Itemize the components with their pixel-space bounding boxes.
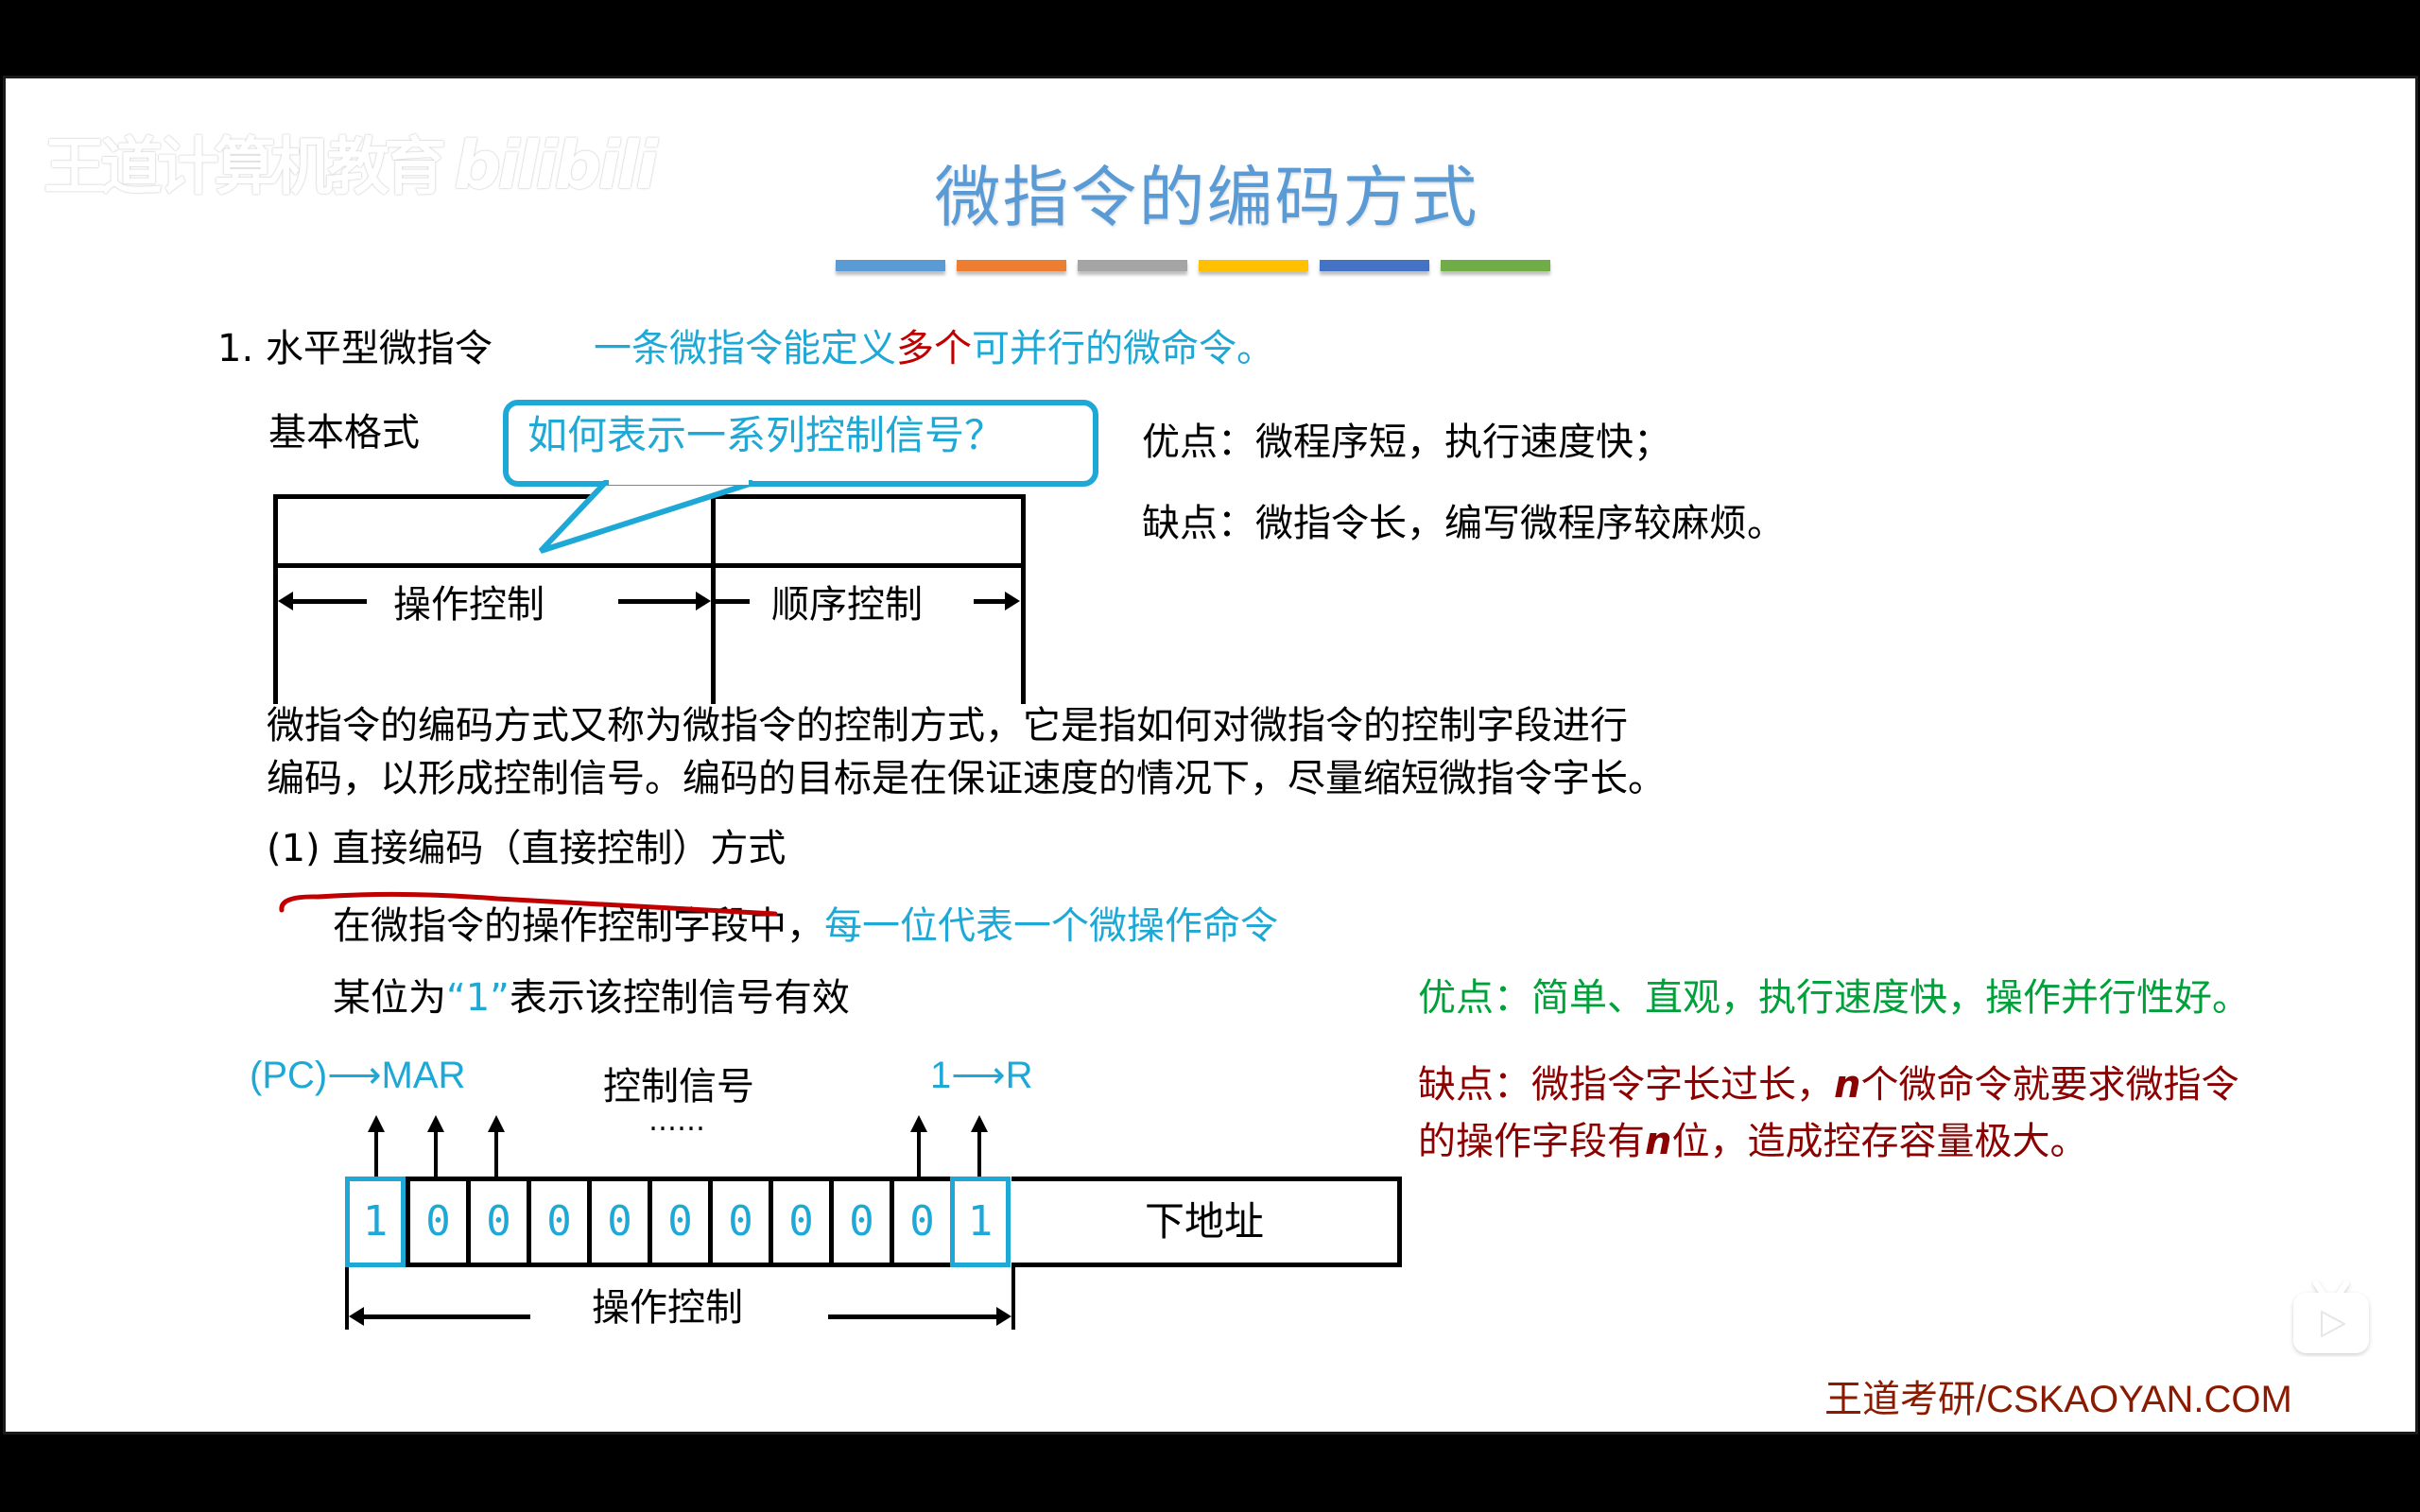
signal-line bbox=[374, 1129, 378, 1177]
page-title: 微指令的编码方式 bbox=[6, 145, 2415, 240]
subsection-heading: (1) 直接编码（直接控制）方式 bbox=[267, 827, 786, 870]
arrow-shaft bbox=[360, 1314, 530, 1319]
field-operation-control: 操作控制 bbox=[393, 583, 544, 627]
paragraph-line-2: 编码，以形成控制信号。编码的目标是在保证速度的情况下，尽量缩短微指令字长。 bbox=[267, 757, 1666, 800]
cons-text: 缺点：微指令字长过长， bbox=[1418, 1063, 1834, 1107]
paragraph-line-1: 微指令的编码方式又称为微指令的控制方式，它是指如何对微指令的控制字段进行 bbox=[267, 704, 1628, 747]
definition-text: 可并行的微命令。 bbox=[972, 327, 1274, 370]
bit-cell: 0 bbox=[587, 1177, 648, 1267]
section1-definition: 一条微指令能定义多个可并行的微命令。 bbox=[594, 318, 1274, 372]
desc-text: 某位为 bbox=[333, 976, 446, 1020]
definition-highlight: 多个 bbox=[896, 327, 972, 370]
subsection-desc-1: 在微指令的操作控制字段中，每一位代表一个微操作命令 bbox=[333, 895, 1278, 950]
bit-cell: 0 bbox=[829, 1177, 890, 1267]
callout-text: 如何表示一系列控制信号？ bbox=[527, 412, 1005, 458]
definition-text: 一条微指令能定义 bbox=[594, 327, 896, 370]
span-right-line bbox=[1011, 1267, 1015, 1330]
cons-text: 的操作字段有 bbox=[1418, 1120, 1645, 1163]
bit-cell: 0 bbox=[648, 1177, 708, 1267]
color-bar bbox=[1441, 260, 1550, 271]
control-signal-label: 控制信号 bbox=[603, 1065, 754, 1108]
bit-cell: 0 bbox=[890, 1177, 950, 1267]
bit-cell: 1 bbox=[345, 1177, 406, 1267]
arrow-up-icon bbox=[971, 1115, 988, 1132]
title-color-bars bbox=[836, 260, 1550, 273]
format-extension-right bbox=[1021, 568, 1026, 704]
subsection-pros: 优点：简单、直观，执行速度快，操作并行性好。 bbox=[1418, 976, 2250, 1020]
signal-line bbox=[434, 1129, 438, 1177]
arrow-up-icon bbox=[488, 1115, 505, 1132]
field-sequence-control: 顺序控制 bbox=[771, 583, 923, 627]
arrow-shaft bbox=[716, 599, 750, 604]
color-bar bbox=[1078, 260, 1187, 271]
desc-highlight: 每一位代表一个微操作命令 bbox=[824, 904, 1278, 948]
title-text: 微指令的编码方式 bbox=[934, 159, 1479, 236]
bit-cell: 0 bbox=[406, 1177, 466, 1267]
operation-control-label: 操作控制 bbox=[592, 1286, 743, 1330]
subsection-cons-line1: 缺点：微指令字长过长，n个微命令就要求微指令 bbox=[1418, 1054, 2238, 1108]
span-left-line bbox=[345, 1267, 349, 1330]
arrow-left-icon bbox=[278, 592, 293, 610]
bilibili-logo: bilibili bbox=[454, 127, 658, 204]
section-number: 1. bbox=[217, 327, 254, 370]
signal-line bbox=[494, 1129, 498, 1177]
arrow-shaft bbox=[618, 599, 698, 604]
color-bar bbox=[957, 260, 1066, 271]
section1-pros: 优点：微程序短，执行速度快； bbox=[1142, 421, 1671, 464]
signal-line bbox=[917, 1129, 921, 1177]
section-title: 水平型微指令 bbox=[265, 327, 493, 370]
bit-cell: 0 bbox=[466, 1177, 527, 1267]
arrow-up-icon bbox=[368, 1115, 385, 1132]
red-annotation-stroke bbox=[279, 891, 778, 917]
bit-cell: 0 bbox=[769, 1177, 829, 1267]
format-divider bbox=[711, 494, 716, 704]
subsection-desc-2: 某位为“1”表示该控制信号有效 bbox=[333, 967, 850, 1022]
arrow-right-icon bbox=[1005, 592, 1020, 610]
signal-line bbox=[977, 1129, 981, 1177]
format-extension-left bbox=[273, 568, 278, 704]
arrow-shaft bbox=[289, 599, 367, 604]
desc-text: 表示该控制信号有效 bbox=[509, 976, 850, 1020]
ellipsis: …… bbox=[648, 1105, 705, 1138]
color-bar bbox=[1199, 260, 1308, 271]
watermark-brand: 王道计算机教育 bbox=[43, 130, 446, 203]
bit-cell: 0 bbox=[708, 1177, 769, 1267]
bit-cell: 0 bbox=[527, 1177, 587, 1267]
desc-quote: “1” bbox=[446, 976, 510, 1020]
cons-variable: n bbox=[1834, 1063, 1861, 1107]
cons-text: 位，造成控存容量极大。 bbox=[1671, 1120, 2088, 1163]
arrow-right-icon bbox=[696, 592, 711, 610]
bilibili-tv-play-icon[interactable] bbox=[2290, 1280, 2373, 1355]
signal-pc-to-mar: (PC)⟶MAR bbox=[250, 1055, 466, 1096]
subsection-cons-line2: 的操作字段有n位，造成控存容量极大。 bbox=[1418, 1110, 2087, 1165]
arrow-right-icon bbox=[996, 1307, 1011, 1326]
arrow-up-icon bbox=[427, 1115, 444, 1132]
color-bar bbox=[1320, 260, 1429, 271]
arrow-up-icon bbox=[910, 1115, 927, 1132]
callout-bubble bbox=[503, 400, 1098, 487]
cons-variable: n bbox=[1645, 1120, 1672, 1163]
footer-brand: 王道考研/CSKAOYAN.COM bbox=[1824, 1379, 2292, 1420]
arrow-shaft bbox=[828, 1314, 998, 1319]
next-address-field: 下地址 bbox=[1011, 1177, 1402, 1267]
callout-tail bbox=[538, 477, 753, 554]
arrow-shaft bbox=[974, 599, 1006, 604]
signal-1-to-r: 1⟶R bbox=[930, 1055, 1033, 1096]
basic-format-label: 基本格式 bbox=[268, 411, 420, 455]
cons-text: 个微命令就要求微指令 bbox=[1860, 1063, 2239, 1107]
arrow-left-icon bbox=[349, 1307, 364, 1326]
section1-cons: 缺点：微指令长，编写微程序较麻烦。 bbox=[1142, 502, 1785, 545]
color-bar bbox=[836, 260, 945, 271]
section1-heading: 1. 水平型微指令 bbox=[217, 318, 493, 372]
bit-cell: 1 bbox=[950, 1177, 1011, 1267]
